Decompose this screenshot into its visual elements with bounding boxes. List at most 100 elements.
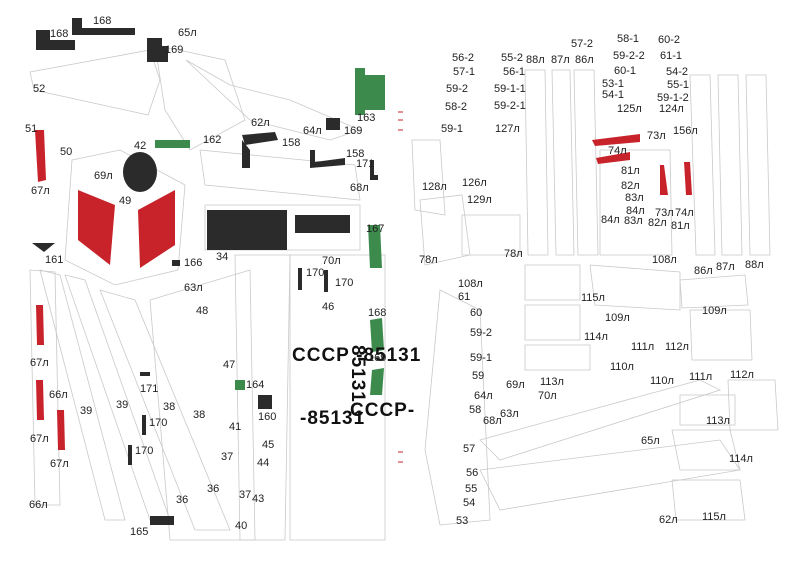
part-fuselage-side bbox=[289, 254, 386, 541]
label: 56-1 bbox=[503, 66, 526, 78]
part-74b-red bbox=[684, 162, 692, 195]
label: 111л bbox=[631, 341, 655, 353]
label: 70л bbox=[322, 255, 341, 267]
part-158-strip-b bbox=[310, 150, 345, 168]
part-67-red-b bbox=[36, 380, 44, 420]
part-34-dark-panel bbox=[207, 210, 287, 250]
part-87-strip bbox=[551, 69, 575, 256]
label: 113л bbox=[540, 376, 564, 388]
registration-right: 85131 bbox=[347, 345, 368, 403]
label: 124л bbox=[659, 103, 684, 115]
part-65-right-wing bbox=[479, 379, 722, 461]
label: 81л bbox=[671, 220, 690, 232]
label: 59-1-2 bbox=[657, 92, 689, 104]
part-49-fuselage-top bbox=[64, 149, 186, 286]
label: 61 bbox=[458, 291, 471, 303]
label: 61-1 bbox=[660, 50, 683, 62]
label: 43 bbox=[252, 493, 265, 505]
part-169-block bbox=[147, 38, 168, 62]
label: 67л bbox=[30, 357, 49, 369]
label: 88л bbox=[526, 54, 545, 66]
label: 57 bbox=[463, 443, 476, 455]
label: 60-1 bbox=[614, 65, 637, 77]
label: 115л bbox=[702, 511, 726, 523]
label: 163 bbox=[357, 112, 376, 124]
label: 83л bbox=[624, 215, 643, 227]
part-73-red bbox=[592, 134, 640, 146]
label: 171 bbox=[140, 383, 159, 395]
label: 171 bbox=[356, 158, 375, 170]
label: 37 bbox=[239, 489, 252, 501]
label: 110л bbox=[650, 375, 674, 387]
part-169-green bbox=[370, 368, 384, 395]
label: 48 bbox=[196, 305, 209, 317]
label: 126л bbox=[462, 177, 487, 189]
label: 162 bbox=[203, 134, 222, 146]
part-38-strip bbox=[99, 289, 231, 531]
label: 78л bbox=[504, 248, 523, 260]
label: 84л bbox=[601, 214, 620, 226]
part-49-red-left bbox=[78, 190, 115, 265]
part-170-pin-a bbox=[298, 268, 302, 290]
label: 87л bbox=[716, 261, 735, 273]
label: 68л bbox=[483, 415, 502, 427]
label: 59-1 bbox=[470, 352, 493, 364]
part-68-stabilizer bbox=[199, 149, 361, 201]
label: 64л bbox=[474, 390, 493, 402]
label: 62л bbox=[659, 514, 678, 526]
label: 74л bbox=[608, 145, 627, 157]
label: 55-2 bbox=[501, 52, 524, 64]
label: 109л bbox=[702, 305, 727, 317]
label: 60-2 bbox=[658, 34, 681, 46]
part-158-leg-a bbox=[242, 140, 250, 168]
label: 63л bbox=[184, 282, 203, 294]
registration-lower: СССР- bbox=[350, 400, 416, 421]
part-65-wing bbox=[154, 44, 246, 151]
label: 110л bbox=[610, 361, 634, 373]
part-39-strip-b bbox=[64, 274, 171, 521]
part-87b-strip bbox=[717, 74, 743, 256]
part-171-pin-b bbox=[140, 372, 150, 376]
part-86b-strip bbox=[689, 74, 716, 256]
label: 66л bbox=[49, 389, 68, 401]
part-163-cross bbox=[355, 68, 385, 115]
label: 67л bbox=[31, 185, 50, 197]
label: 59-2 bbox=[446, 83, 469, 95]
label: 88л bbox=[745, 259, 764, 271]
label: 108л bbox=[458, 278, 483, 290]
label: 42 bbox=[134, 140, 147, 152]
label: 113л bbox=[706, 415, 730, 427]
label: 114л bbox=[729, 453, 753, 465]
label: 56 bbox=[466, 467, 479, 479]
label: 86л bbox=[694, 265, 713, 277]
label: 169 bbox=[368, 352, 387, 364]
part-112b-panel bbox=[727, 379, 779, 431]
label: 62л bbox=[251, 117, 270, 129]
part-86-strip bbox=[573, 69, 599, 256]
left-page-outlines bbox=[29, 44, 386, 541]
label: 161 bbox=[45, 254, 64, 266]
label: 59 bbox=[472, 370, 485, 382]
part-39-strip-a bbox=[39, 269, 126, 521]
green-parts bbox=[235, 68, 385, 395]
label: 51 bbox=[25, 123, 38, 135]
label: 59-1-1 bbox=[494, 83, 526, 95]
part-129-panel bbox=[461, 214, 521, 256]
part-171-pin-a bbox=[370, 160, 378, 180]
label: 111л bbox=[689, 371, 713, 383]
label: 69л bbox=[506, 379, 525, 391]
label: 112л bbox=[665, 341, 689, 353]
label: 34 bbox=[216, 251, 229, 263]
part-165-stripe bbox=[150, 516, 174, 525]
part-162-strip bbox=[155, 140, 190, 148]
part-161-wedge bbox=[32, 243, 55, 252]
label: 38 bbox=[163, 401, 176, 413]
label: 156л bbox=[673, 125, 698, 137]
part-73b-red bbox=[660, 165, 668, 195]
label: 57-2 bbox=[571, 38, 594, 50]
part-112-panel bbox=[689, 309, 753, 361]
label: 164 bbox=[246, 379, 265, 391]
label: 56-2 bbox=[452, 52, 475, 64]
